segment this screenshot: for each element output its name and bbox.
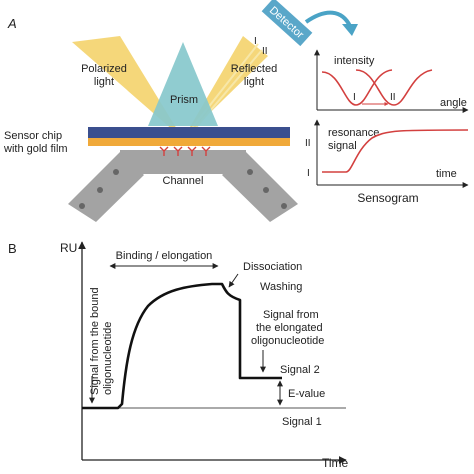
panel-b: B RU Time Signal from the bound oligonuc… bbox=[8, 241, 349, 470]
b-xlabel: Time bbox=[322, 456, 349, 470]
prism-shape bbox=[148, 42, 218, 126]
intensity-ylabel: intensity bbox=[334, 55, 375, 67]
sensogram-ylabel-1: resonance bbox=[328, 127, 379, 139]
sensor-chip-label-1: Sensor chip bbox=[4, 130, 62, 142]
intensity-xlabel: angle bbox=[440, 97, 467, 109]
panel-a-label: A bbox=[7, 16, 17, 31]
sensor-chip bbox=[88, 127, 290, 138]
channel-label: Channel bbox=[163, 175, 204, 187]
evalue-label: E-value bbox=[288, 388, 325, 400]
detector-box: Detector bbox=[261, 0, 313, 47]
beam-mark-1: I bbox=[254, 36, 257, 47]
dip-label-2: II bbox=[390, 92, 396, 103]
intensity-plot: intensity angle I II bbox=[314, 49, 469, 113]
sensogram-xlabel: time bbox=[436, 168, 457, 180]
reflected-light-label-1: Reflected bbox=[231, 63, 277, 75]
binding-label: Binding / elongation bbox=[116, 250, 213, 262]
beam-mark-2: II bbox=[262, 46, 268, 57]
elongated-signal-label-3: oligonucleotide bbox=[251, 335, 324, 347]
sensogram-title: Sensogram bbox=[357, 191, 418, 205]
dissociation-label: Dissociation bbox=[243, 261, 302, 273]
polarized-light-label-2: light bbox=[94, 76, 114, 88]
antibodies bbox=[159, 146, 211, 156]
detector-arrow-head bbox=[342, 24, 358, 36]
sensor-chip-label-2: with gold film bbox=[3, 143, 68, 155]
signal2-label: Signal 2 bbox=[280, 364, 320, 376]
dissociation-arrow bbox=[228, 273, 239, 288]
b-ylabel: RU bbox=[60, 241, 77, 255]
panel-b-label: B bbox=[8, 241, 17, 256]
polarized-light-label-1: Polarized bbox=[81, 63, 127, 75]
sensogram: resonance signal time II I Sensogram bbox=[305, 119, 469, 205]
dip-label-1: I bbox=[353, 92, 356, 103]
gold-film bbox=[88, 138, 290, 146]
channel-body bbox=[120, 150, 246, 174]
washing-label: Washing bbox=[260, 281, 302, 293]
channel-dots bbox=[79, 169, 287, 209]
reflected-light-label-2: light bbox=[244, 76, 264, 88]
intensity-curve-1 bbox=[321, 69, 393, 106]
panel-a: A Polarized light Prism Reflected light … bbox=[3, 0, 469, 222]
bound-signal-label-1: Signal from the bound bbox=[89, 287, 101, 395]
signal1-label: Signal 1 bbox=[282, 416, 322, 428]
sensogram-level-1: I bbox=[307, 168, 310, 179]
sensogram-curve bbox=[322, 129, 469, 173]
intensity-curve-2 bbox=[355, 69, 433, 106]
bound-signal-label-2: oligonucleotide bbox=[102, 322, 114, 395]
elongated-signal-label-2: the elongated bbox=[256, 322, 323, 334]
prism-label: Prism bbox=[170, 94, 198, 106]
elongated-signal-label-1: Signal from bbox=[263, 309, 319, 321]
detector-arrow bbox=[304, 10, 352, 28]
sensogram-ylabel-2: signal bbox=[328, 140, 357, 152]
binding-curve bbox=[82, 282, 282, 410]
sensogram-level-2: II bbox=[305, 138, 311, 149]
